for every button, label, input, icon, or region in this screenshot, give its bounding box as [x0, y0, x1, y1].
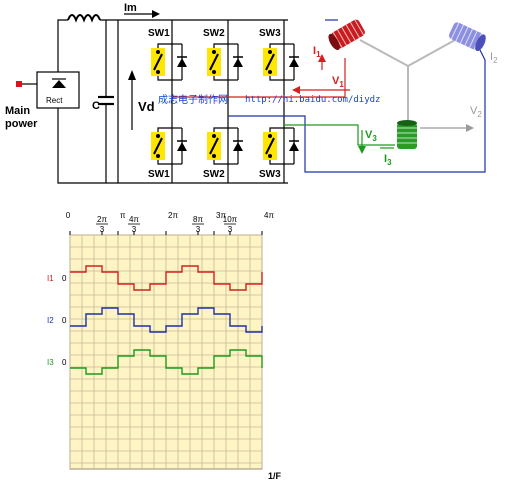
- x-tick-label-num: 8π: [193, 215, 203, 224]
- freewheel-diode-icon: [289, 58, 299, 67]
- switch-top-3: [263, 43, 299, 81]
- switch-contact-icon: [268, 134, 272, 138]
- main-power-label-line2: power: [5, 118, 38, 130]
- v1-label: V1: [332, 75, 344, 89]
- phase-wire-3: [284, 124, 395, 146]
- x-tick-label: 4π: [264, 211, 274, 220]
- switch-bottom-2: [207, 127, 243, 165]
- x-tick-label-num: 2π: [97, 215, 107, 224]
- switch-contact-icon: [268, 50, 272, 54]
- series-line-i3: [70, 349, 263, 375]
- switch-bottom-3: [263, 127, 299, 165]
- switch-contact-icon: [156, 154, 160, 158]
- freewheel-diode-icon: [289, 142, 299, 151]
- series-label-i1: I1: [47, 274, 54, 283]
- switch-contact-icon: [212, 50, 216, 54]
- sw-top-2: SW2: [203, 28, 225, 39]
- x-tick-label: π: [120, 211, 126, 220]
- freewheel-diode-icon: [177, 142, 187, 151]
- main-power-label-line1: Main: [5, 105, 30, 117]
- x-tick-label: 2π: [168, 211, 178, 220]
- coil-red-icon: [328, 19, 365, 51]
- i1-label: I1: [313, 45, 321, 59]
- i1-arrow-icon: [318, 54, 326, 62]
- switch-blade-icon: [265, 137, 275, 155]
- freewheel-diode-icon: [233, 142, 243, 151]
- switch-contact-icon: [268, 154, 272, 158]
- coil-green-icon: [397, 120, 417, 149]
- v1-arrow-icon: [292, 86, 300, 94]
- switch-array: [151, 43, 299, 165]
- switch-contact-icon: [212, 134, 216, 138]
- chart-x-end-label: 1/F: [268, 471, 282, 481]
- motor-coils: [328, 19, 486, 149]
- series-zero-label: 0: [62, 316, 67, 325]
- i3-label: I3: [384, 153, 392, 167]
- im-label: Im: [124, 2, 137, 14]
- sw-bottom-1: SW1: [148, 169, 170, 180]
- sw-top-1: SW1: [148, 28, 170, 39]
- freewheel-diode-icon: [233, 58, 243, 67]
- phase-wire-2: [228, 49, 486, 173]
- x-tick-label-num: 10π: [223, 215, 238, 224]
- v3-arrow-icon: [358, 146, 366, 154]
- switch-contact-icon: [268, 70, 272, 74]
- x-tick-label-den: 3: [132, 225, 137, 234]
- capacitor-label: C: [92, 100, 100, 112]
- x-tick-label-num: 4π: [129, 215, 139, 224]
- circuit-labels: Main power Rect C Im Vd SW1 SW2 SW3 SW1 …: [5, 2, 498, 180]
- i2-label: I2: [490, 51, 498, 65]
- vd-label: Vd: [138, 99, 155, 114]
- coil-blue-icon: [449, 22, 486, 52]
- series-line-i2: [70, 307, 263, 333]
- circuit: [16, 10, 288, 184]
- series-zero-label: 0: [62, 274, 67, 283]
- switch-blade-icon: [265, 53, 275, 71]
- rect-label: Rect: [46, 96, 63, 105]
- switch-top-1: [151, 43, 187, 81]
- x-tick-label-den: 3: [100, 225, 105, 234]
- v2-arrow-icon: [466, 124, 474, 132]
- switch-contact-icon: [156, 50, 160, 54]
- switch-bottom-1: [151, 127, 187, 165]
- sw-top-3: SW3: [259, 28, 281, 39]
- x-tick-label: 3π: [216, 211, 226, 220]
- rectifier-diode-icon: [52, 80, 66, 88]
- phase-wire-1: [172, 58, 346, 98]
- v2-label: V2: [470, 105, 482, 119]
- switch-contact-icon: [212, 70, 216, 74]
- v3-label: V3: [365, 129, 377, 143]
- series-zero-label: 0: [62, 358, 67, 367]
- sw-bottom-3: SW3: [259, 169, 281, 180]
- switch-contact-icon: [212, 154, 216, 158]
- main-power-terminal: [16, 81, 22, 87]
- phase-outputs: [172, 19, 486, 173]
- inductor-icon: [67, 14, 101, 23]
- switch-top-2: [207, 43, 243, 81]
- vd-arrow-icon: [128, 70, 136, 80]
- switch-blade-icon: [153, 137, 163, 155]
- watermark-cn: 成志电子制作网: [158, 93, 228, 106]
- switch-contact-icon: [156, 134, 160, 138]
- switch-contact-icon: [156, 70, 160, 74]
- series-label-i2: I2: [47, 316, 54, 325]
- im-arrow-icon: [152, 10, 160, 18]
- series-label-i3: I3: [47, 358, 54, 367]
- switch-blade-icon: [209, 53, 219, 71]
- sw-bottom-2: SW2: [203, 169, 225, 180]
- series-line-i1: [70, 265, 263, 291]
- x-tick-label-den: 3: [196, 225, 201, 234]
- freewheel-diode-icon: [177, 58, 187, 67]
- x-tick-label: 0: [66, 211, 71, 220]
- x-tick-label-den: 3: [228, 225, 233, 234]
- watermark-url: http://hi.baidu.com/diydz: [245, 95, 380, 105]
- switch-blade-icon: [153, 53, 163, 71]
- switch-blade-icon: [209, 137, 219, 155]
